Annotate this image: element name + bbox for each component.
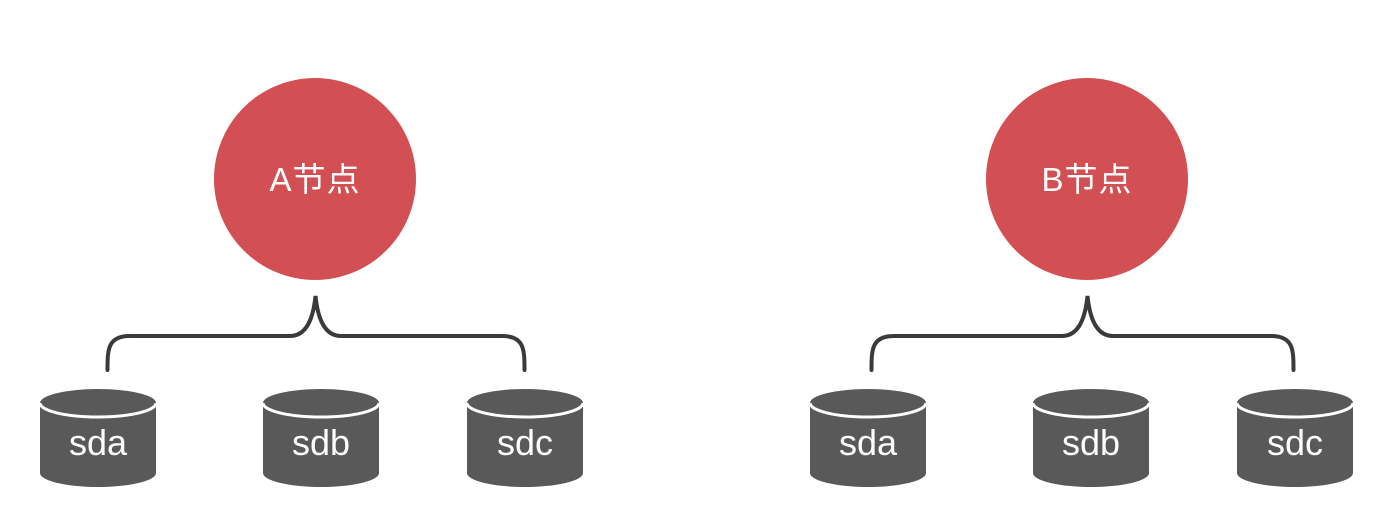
disk-label: sdc — [496, 422, 554, 463]
database-cylinder-icon — [38, 389, 158, 487]
disk-label: sda — [68, 422, 128, 463]
node-circle-a: A节点 — [214, 78, 416, 280]
disk-b-sdb: sdb — [1031, 388, 1151, 488]
disk-a-sdb: sdb — [261, 388, 381, 488]
disk-b-sda: sda — [808, 388, 928, 488]
database-cylinder-icon — [808, 389, 928, 487]
database-cylinder-icon — [1031, 389, 1151, 487]
disk-b-sdc: sdc — [1235, 388, 1355, 488]
node-b-label: B节点 — [1041, 160, 1133, 198]
disk-label: sda — [838, 422, 898, 463]
brace-connector-b — [869, 295, 1296, 372]
disk-label: sdb — [1061, 422, 1121, 463]
disk-a-sda: sda — [38, 388, 158, 488]
database-cylinder-icon — [261, 389, 381, 487]
database-cylinder-icon — [1235, 389, 1355, 487]
database-cylinder-icon — [465, 389, 585, 487]
node-a-label: A节点 — [269, 160, 361, 198]
disk-label: sdc — [1266, 422, 1324, 463]
disk-a-sdc: sdc — [465, 388, 585, 488]
disk-label: sdb — [291, 422, 351, 463]
brace-connector-a — [105, 295, 527, 372]
node-circle-b: B节点 — [986, 78, 1188, 280]
